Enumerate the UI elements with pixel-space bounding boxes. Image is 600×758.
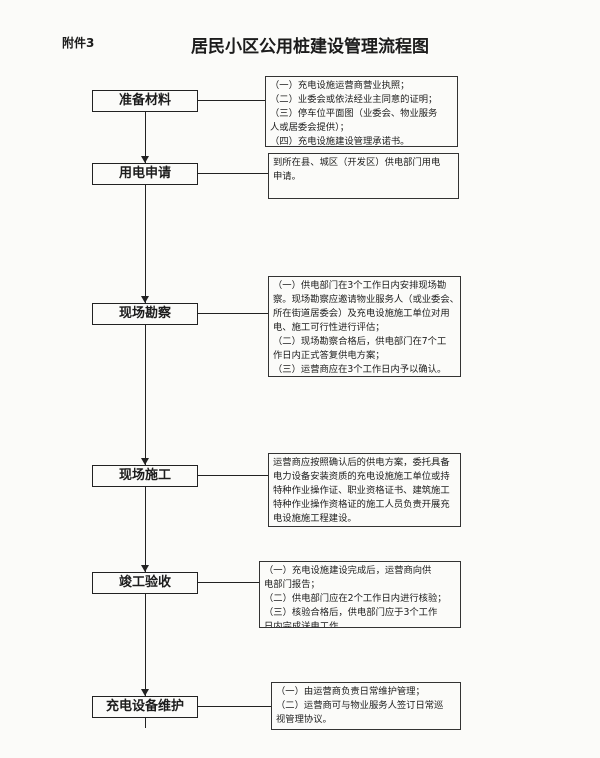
note-line: 电设施施工程建设。 bbox=[273, 513, 357, 524]
note-line: （一）充电设施运营商营业执照； bbox=[270, 80, 410, 91]
note-site-construction: 运营商应按照确认后的供电方案，委托具备 电力设备安装资质的充电设施施工单位或持 … bbox=[268, 453, 461, 527]
note-line: （三）运营商应在3个工作日内予以确认。 bbox=[273, 364, 447, 375]
step-site-survey: 现场勘察 bbox=[92, 303, 198, 325]
note-line: 作日内正式答复供电方案； bbox=[273, 350, 385, 361]
step-equipment-maintenance: 充电设备维护 bbox=[92, 696, 198, 718]
note-line: （一）充电设施建设完成后，运营商向供 bbox=[264, 565, 432, 576]
note-line: 电部门报告； bbox=[264, 579, 320, 590]
note-link-line bbox=[197, 582, 259, 583]
flow-arrow-icon bbox=[141, 296, 149, 303]
step-power-application: 用电申请 bbox=[92, 163, 198, 185]
flow-arrow-icon bbox=[141, 458, 149, 465]
note-link-line bbox=[197, 313, 268, 314]
note-line: （一）由运营商负责日常维护管理； bbox=[276, 686, 425, 697]
note-link-line bbox=[197, 173, 268, 174]
note-line: 日内完成送电工作。 bbox=[264, 621, 348, 628]
flow-arrow-icon bbox=[141, 565, 149, 572]
note-line: （二）运营商可与物业服务人签订日常巡 bbox=[276, 700, 444, 711]
note-completion-acceptance: （一）充电设施建设完成后，运营商向供 电部门报告； （二）供电部门应在2个工作日… bbox=[259, 561, 461, 628]
note-line: 申请。 bbox=[273, 171, 301, 182]
note-line: （四）充电设施建设管理承诺书。 bbox=[270, 136, 410, 147]
note-link-line bbox=[197, 475, 268, 476]
note-line: （二）现场勘察合格后，供电部门在7个工 bbox=[273, 336, 447, 347]
note-line: 特种作业操作证、职业资格证书、建筑施工 bbox=[273, 485, 450, 496]
note-link-line bbox=[197, 100, 265, 101]
note-line: 人或居委会提供）； bbox=[270, 122, 350, 133]
note-site-survey: （一）供电部门在3个工作日内安排现场勘 察。现场勘察应邀请物业服务人（或业委会、… bbox=[268, 276, 461, 377]
note-line: 到所在县、城区（开发区）供电部门用电 bbox=[273, 157, 441, 168]
note-equipment-maintenance: （一）由运营商负责日常维护管理； （二）运营商可与物业服务人签订日常巡 视管理协… bbox=[271, 682, 461, 730]
note-line: 运营商应按照确认后的供电方案，委托具备 bbox=[273, 457, 450, 468]
flow-arrow-icon bbox=[141, 156, 149, 163]
flow-connector-line bbox=[145, 100, 146, 728]
note-power-application: 到所在县、城区（开发区）供电部门用电 申请。 bbox=[268, 153, 459, 199]
flow-arrow-icon bbox=[141, 689, 149, 696]
note-line: 所在街道居委会）及充电设施施工单位对用 bbox=[273, 308, 450, 319]
step-site-construction: 现场施工 bbox=[92, 465, 198, 487]
note-line: （三）核验合格后，供电部门应于3个工作 bbox=[264, 607, 438, 618]
note-prepare-materials: （一）充电设施运营商营业执照； （二）业委会或依法经业主同意的证明； （三）停车… bbox=[265, 76, 458, 147]
note-line: （一）供电部门在3个工作日内安排现场勘 bbox=[273, 280, 447, 291]
note-line: （二）供电部门应在2个工作日内进行核验； bbox=[264, 593, 447, 604]
step-completion-acceptance: 竣工验收 bbox=[92, 572, 198, 594]
note-link-line bbox=[197, 706, 271, 707]
note-line: 电力设备安装资质的充电设施施工单位或持 bbox=[273, 471, 450, 482]
note-line: 视管理协议。 bbox=[276, 714, 332, 725]
note-line: 电、施工可行性进行评估； bbox=[273, 322, 385, 333]
attachment-label: 附件3 bbox=[62, 36, 95, 50]
note-line: （二）业委会或依法经业主同意的证明； bbox=[270, 94, 438, 105]
note-line: 特种作业操作资格证的施工人员负责开展充 bbox=[273, 499, 450, 510]
page-title: 居民小区公用桩建设管理流程图 bbox=[191, 37, 429, 57]
note-line: （三）停车位平面图（业委会、物业服务 bbox=[270, 108, 438, 119]
step-prepare-materials: 准备材料 bbox=[92, 90, 198, 112]
note-line: 察。现场勘察应邀请物业服务人（或业委会、 bbox=[273, 294, 459, 305]
